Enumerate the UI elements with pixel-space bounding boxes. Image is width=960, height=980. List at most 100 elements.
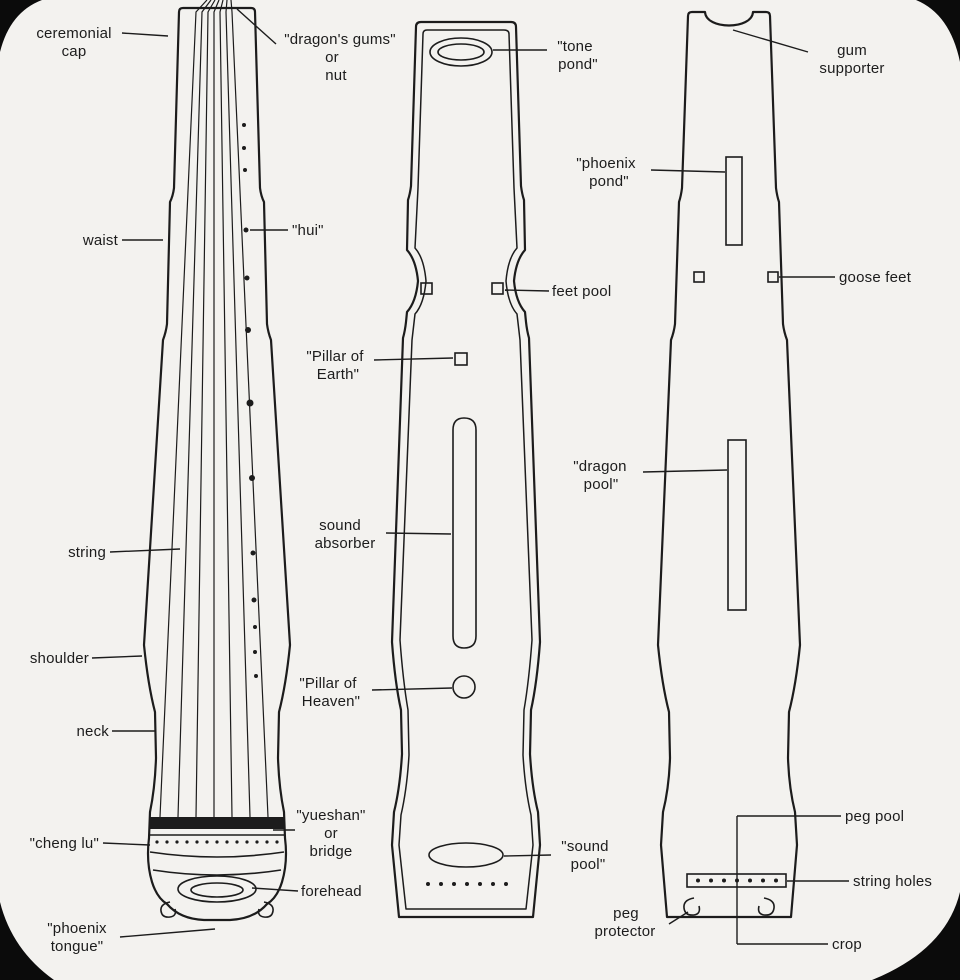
inside-string-hole-dots [426,882,508,886]
label-pillar-of-earth: "Pillar of Earth" [306,348,364,383]
label-sound-pool: "sound pool" [561,838,608,873]
label-line: crop [832,936,862,953]
label-peg-protector: peg protector [595,905,656,940]
label-line: or [324,825,338,842]
labels: ceremonial cap "dragon's gums" or nut wa… [30,25,932,955]
hui-dots [242,123,258,678]
label-pillar-of-heaven: "Pillar of Heaven" [299,675,360,710]
leader-cheng-lu [102,842,151,846]
label-line: "Pillar of [299,675,357,692]
label-line: or [325,49,339,66]
label-sound-absorber: sound absorber [315,517,376,552]
label-line: Earth" [317,366,359,383]
scan-corner-bottom-left [0,902,54,980]
label-line: goose feet [839,269,912,286]
leader-gum-supporter [732,29,809,53]
label-line: string holes [853,873,932,890]
string-line [213,0,220,817]
leader-dragon-pool [642,469,728,473]
label-hui: "hui" [292,222,324,239]
label-line: absorber [315,535,376,552]
sound-pool-hole [428,842,504,868]
inside-view-outline [390,20,542,919]
label-line: peg [613,905,639,922]
label-line: "phoenix [47,920,107,937]
leader-phoenix-pond [650,169,726,173]
label-line: nut [325,67,347,84]
label-phoenix-pond: "phoenix pond" [576,155,636,190]
label-line: "cheng lu" [30,835,99,852]
scan-corner-bottom-right [872,892,960,980]
label-waist: waist [82,232,119,249]
label-line: peg pool [845,808,904,825]
label-peg-pool: peg pool [845,808,904,825]
label-line: "sound [561,838,608,855]
label-line: "yueshan" [296,807,365,824]
label-line: "phoenix [576,155,636,172]
label-line: cap [62,43,87,60]
leader-phoenix-tongue [119,928,216,938]
tone-pond-hole [429,37,493,67]
string-line [225,0,251,818]
leader-shoulder [91,655,143,659]
leader-sound-pool [503,854,552,857]
bottom-view-outline [656,10,802,919]
label-feet-pool: feet pool [552,283,611,300]
label-line: protector [595,923,656,940]
cheng-lu-dots [155,840,279,844]
label-crop: crop [832,936,862,953]
guqin-top-view [142,0,292,922]
goose-feet-holes [693,271,779,283]
phoenix-pond-slot [725,156,743,246]
label-line: pond" [558,56,598,73]
label-yueshan: "yueshan" or bridge [296,807,365,860]
scan-corner-top-right [916,0,960,62]
label-line: tongue" [51,938,104,955]
label-line: feet pool [552,283,611,300]
label-gum-supporter: gum supporter [819,42,884,77]
label-dragons-gums: "dragon's gums" or nut [284,31,395,84]
label-line: shoulder [30,650,89,667]
top-view-foot-curls [160,901,274,918]
label-line: forehead [301,883,362,900]
label-line: neck [77,723,110,740]
guqin-inside-view [390,20,542,919]
label-line: pond" [589,173,629,190]
string-line [177,0,212,818]
label-goose-feet: goose feet [839,269,912,286]
bridge-yueshan [149,817,285,876]
string-line [195,0,216,818]
label-line: supporter [819,60,884,77]
label-line: "hui" [292,222,324,239]
label-cheng-lu: "cheng lu" [30,835,99,852]
label-line: bridge [310,843,353,860]
label-forehead: forehead [301,883,362,900]
label-string-holes: string holes [853,873,932,890]
leader-feet-pool [504,289,550,292]
label-line: "Pillar of [306,348,364,365]
phoenix-tongue-shape [177,875,257,903]
label-phoenix-tongue: "phoenix tongue" [47,920,107,955]
feet-pool-holes [420,282,504,295]
label-tone-pond: "tone pond" [557,38,598,73]
scan-corner-top-left [0,0,42,52]
leader-pillar-of-heaven [371,687,453,691]
string-line [230,0,269,818]
label-line: gum [837,42,867,59]
label-shoulder: shoulder [30,650,89,667]
dragon-pool-slot [727,439,747,611]
label-string: string [68,544,106,561]
leader-string [109,548,181,553]
inside-view-inner-wall [398,29,534,910]
label-line: pool" [571,856,606,873]
leader-pillar-of-earth [373,357,454,361]
label-line: Heaven" [302,693,360,710]
label-ceremonial-cap: ceremonial cap [36,25,111,60]
guqin-bottom-view [656,10,802,919]
leader-dragons-gums [236,8,277,45]
leader-peg-protector [668,911,689,925]
peg-protector-curls [683,897,775,916]
